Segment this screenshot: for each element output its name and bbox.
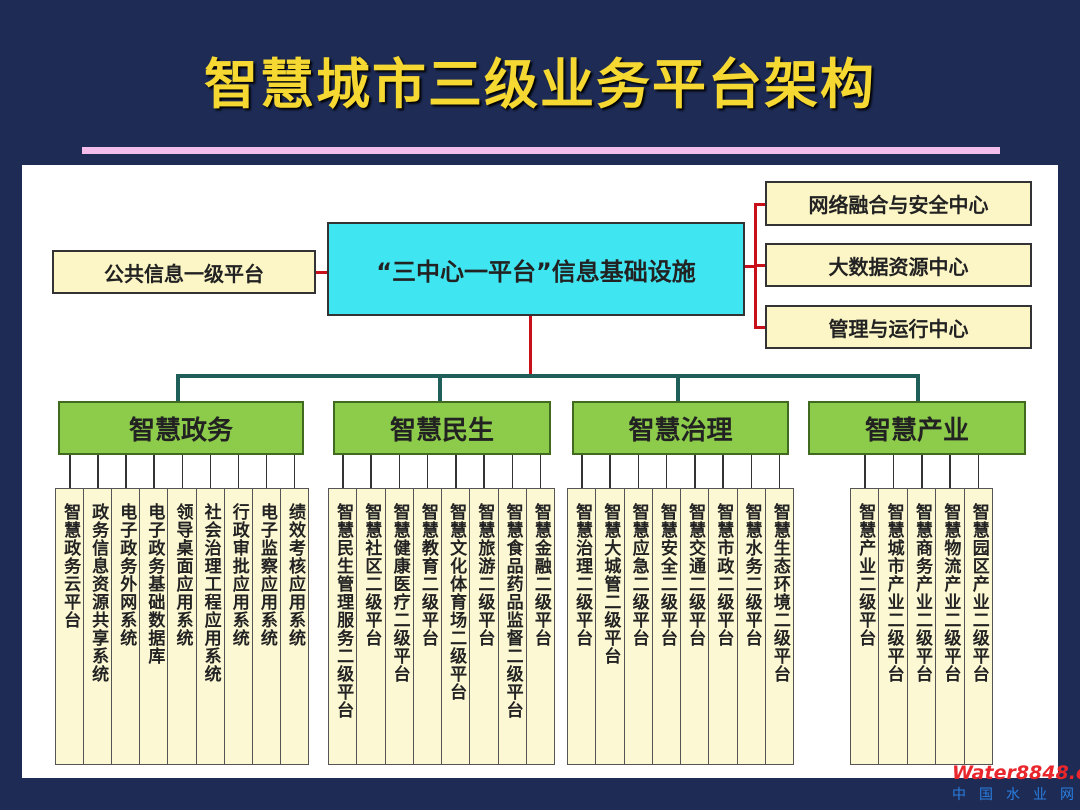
connector <box>153 455 155 488</box>
platform-item: 智慧金融二级平台 <box>525 488 555 765</box>
connector <box>539 455 542 488</box>
platform-item: 智慧城市产业二级平台 <box>878 488 908 765</box>
connector <box>293 455 296 488</box>
connector <box>892 455 895 488</box>
platform-item: 智慧治理二级平台 <box>567 488 597 765</box>
connector <box>265 455 268 488</box>
connector <box>637 455 640 488</box>
platform-item: 智慧物流产业二级平台 <box>935 488 965 765</box>
platform-item: 智慧水务二级平台 <box>736 488 766 765</box>
connector <box>581 455 583 488</box>
watermark-sub: 中国水业网 <box>952 787 1080 803</box>
platform-item: 智慧文化体育场二级平台 <box>441 488 471 765</box>
connector <box>125 455 127 488</box>
watermark: Water8848.com 中国水业网 <box>952 762 1080 804</box>
platform-item: 政务信息资源共享系统 <box>83 488 113 765</box>
platform-item: 智慧民生管理服务二级平台 <box>328 488 358 765</box>
group-industry: 智慧产业 <box>808 401 1026 455</box>
group-government: 智慧政务 <box>58 401 304 455</box>
connector <box>949 455 951 488</box>
connector <box>754 264 765 267</box>
connector <box>342 455 344 488</box>
platform-item: 智慧旅游二级平台 <box>469 488 499 765</box>
connector <box>483 455 485 488</box>
platform-item: 领导桌面应用系统 <box>167 488 197 765</box>
platform-item: 智慧交通二级平台 <box>680 488 710 765</box>
connector <box>754 326 765 329</box>
title-divider <box>82 147 1000 154</box>
connector <box>750 455 753 488</box>
platform-item: 智慧市政二级平台 <box>708 488 738 765</box>
connector <box>176 374 180 401</box>
connector <box>916 374 920 401</box>
connector <box>438 374 442 401</box>
connector <box>745 265 755 268</box>
public-info-platform: 公共信息一级平台 <box>52 250 316 294</box>
platform-item: 智慧政务云平台 <box>55 488 85 765</box>
platform-item: 智慧大城管二级平台 <box>595 488 625 765</box>
platform-item: 智慧教育二级平台 <box>412 488 442 765</box>
platform-item: 智慧应急二级平台 <box>623 488 653 765</box>
connector <box>316 271 327 274</box>
page-title: 智慧城市三级业务平台架构 <box>204 53 876 116</box>
connector <box>609 455 611 488</box>
platform-item: 智慧园区产业二级平台 <box>963 488 993 765</box>
connector <box>511 455 514 488</box>
platform-item: 社会治理工程应用系统 <box>195 488 225 765</box>
connector <box>209 455 212 488</box>
connector <box>237 455 240 488</box>
connector <box>181 455 183 488</box>
platform-item: 智慧产业二级平台 <box>850 488 880 765</box>
connector <box>676 374 680 401</box>
connector <box>426 455 429 488</box>
platform-item: 行政审批应用系统 <box>223 488 253 765</box>
platform-item: 电子监察应用系统 <box>251 488 281 765</box>
connector <box>176 374 920 378</box>
operation-center: 管理与运行中心 <box>765 305 1032 349</box>
connector <box>754 203 765 206</box>
platform-item: 电子政务外网系统 <box>111 488 141 765</box>
network-security-center: 网络融合与安全中心 <box>765 181 1032 226</box>
platform-item: 电子政务基础数据库 <box>139 488 169 765</box>
connector <box>398 455 401 488</box>
connector <box>69 455 71 488</box>
platform-item: 绩效考核应用系统 <box>279 488 309 765</box>
platform-item: 智慧社区二级平台 <box>356 488 386 765</box>
infrastructure-center: “三中心一平台”信息基础设施 <box>327 222 745 316</box>
connector <box>694 455 696 488</box>
connector <box>977 455 980 488</box>
platform-item: 智慧健康医疗二级平台 <box>384 488 414 765</box>
connector <box>665 455 668 488</box>
connector <box>370 455 372 488</box>
connector <box>455 455 457 488</box>
connector <box>921 455 923 488</box>
connector <box>864 455 866 488</box>
connector <box>529 316 532 375</box>
connector <box>722 455 724 488</box>
platform-item: 智慧安全二级平台 <box>651 488 681 765</box>
platform-item: 智慧食品药品监督二级平台 <box>497 488 527 765</box>
connector <box>778 455 781 488</box>
platform-item: 智慧生态环境二级平台 <box>764 488 794 765</box>
group-livelihood: 智慧民生 <box>333 401 551 455</box>
big-data-center: 大数据资源中心 <box>765 243 1032 287</box>
watermark-brand: Water8848.com <box>952 762 1080 784</box>
platform-item: 智慧商务产业二级平台 <box>906 488 937 765</box>
connector <box>97 455 99 488</box>
group-governance: 智慧治理 <box>572 401 789 455</box>
